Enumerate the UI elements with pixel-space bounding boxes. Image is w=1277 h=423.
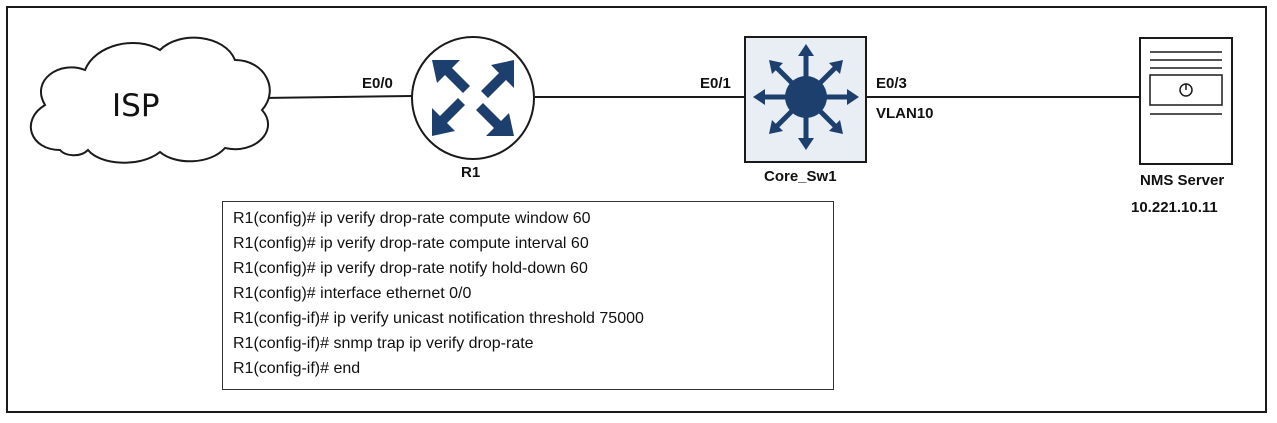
isp-cloud-icon (29, 36, 271, 164)
diagram-frame (6, 6, 1267, 413)
vlan-label: VLAN10 (876, 105, 934, 122)
link-isp-r1 (261, 95, 413, 99)
nms-server-ip: 10.221.10.11 (1131, 199, 1218, 216)
core-sw-label: Core_Sw1 (764, 168, 837, 185)
interface-label-r1-e0-0: E0/0 (362, 75, 393, 92)
config-line: R1(config)# ip verify drop-rate compute … (233, 210, 591, 227)
multilayer-switch-icon (744, 36, 867, 163)
config-line: R1(config)# ip verify drop-rate notify h… (233, 260, 588, 277)
server-icon (1139, 37, 1233, 165)
config-line: R1(config-if)# end (233, 360, 361, 377)
interface-label-sw-e0-1: E0/1 (700, 75, 731, 92)
interface-label-sw-e0-3: E0/3 (876, 75, 907, 92)
config-line: R1(config-if)# ip verify unicast notific… (233, 310, 644, 327)
router-icon (411, 36, 535, 160)
nms-server-label: NMS Server (1140, 172, 1225, 189)
r1-label: R1 (461, 164, 481, 181)
isp-label: ISP (112, 88, 160, 124)
config-line: R1(config)# ip verify drop-rate compute … (233, 235, 589, 252)
config-box: R1(config)# ip verify drop-rate compute … (222, 201, 834, 390)
config-line: R1(config-if)# snmp trap ip verify drop-… (233, 335, 534, 352)
config-line: R1(config)# interface ethernet 0/0 (233, 285, 472, 302)
